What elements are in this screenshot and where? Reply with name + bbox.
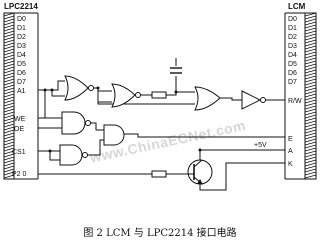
- and-gate-2: [103, 124, 125, 146]
- figure-caption: 图 2 LCM 与 LPC2214 接口电路: [83, 226, 236, 239]
- inverter-gate: [241, 90, 266, 110]
- nor-gate-1: [64, 75, 94, 101]
- resistor-2: [151, 170, 167, 178]
- right-pin-e: E: [288, 136, 293, 143]
- and-gate-1: [61, 111, 91, 135]
- left-pin-p20: P2 0: [12, 171, 27, 178]
- right-pin-d5: D5: [288, 61, 297, 68]
- right-pin-d0: D0: [288, 16, 297, 23]
- junction-dots: [43, 86, 202, 153]
- right-pin-d1: D1: [288, 25, 297, 32]
- right-pin-a: A: [288, 148, 293, 155]
- left-chip-body: [3, 12, 39, 180]
- left-pin-oe: OE: [14, 126, 24, 133]
- left-pin-cs1: CS1: [12, 149, 26, 156]
- left-pin-d0: D0: [17, 16, 26, 23]
- right-pin-k: K: [288, 161, 293, 168]
- right-pin-d3: D3: [288, 43, 297, 50]
- right-chip-title: LCM: [288, 2, 306, 11]
- transistor: [187, 159, 213, 185]
- left-pin-d4: D4: [17, 52, 26, 59]
- right-pin-d4: D4: [288, 52, 297, 59]
- right-pin-d7: D7: [288, 79, 297, 86]
- left-pin-d1: D1: [17, 25, 26, 32]
- left-pin-d3: D3: [17, 43, 26, 50]
- left-pin-d6: D6: [17, 70, 26, 77]
- capacitor: [170, 67, 182, 74]
- left-chip-title: LPC2214: [4, 2, 38, 11]
- supply-label: +5V: [254, 142, 267, 149]
- left-pin-d7: D7: [17, 79, 26, 86]
- left-pin-a1: A1: [17, 88, 26, 95]
- nor-gate-3: [194, 86, 221, 111]
- nor-gate-2: [111, 83, 141, 108]
- right-pin-d2: D2: [288, 34, 297, 41]
- resistor-1: [151, 91, 167, 99]
- left-pin-d2: D2: [17, 34, 26, 41]
- right-chip-body: [284, 12, 317, 180]
- right-pin-rw: R/W: [288, 98, 302, 105]
- wiring: [38, 58, 285, 191]
- left-pin-d5: D5: [17, 61, 26, 68]
- right-pin-d6: D6: [288, 70, 297, 77]
- and-gate-3: [59, 144, 88, 166]
- left-pin-we: WE: [14, 116, 26, 123]
